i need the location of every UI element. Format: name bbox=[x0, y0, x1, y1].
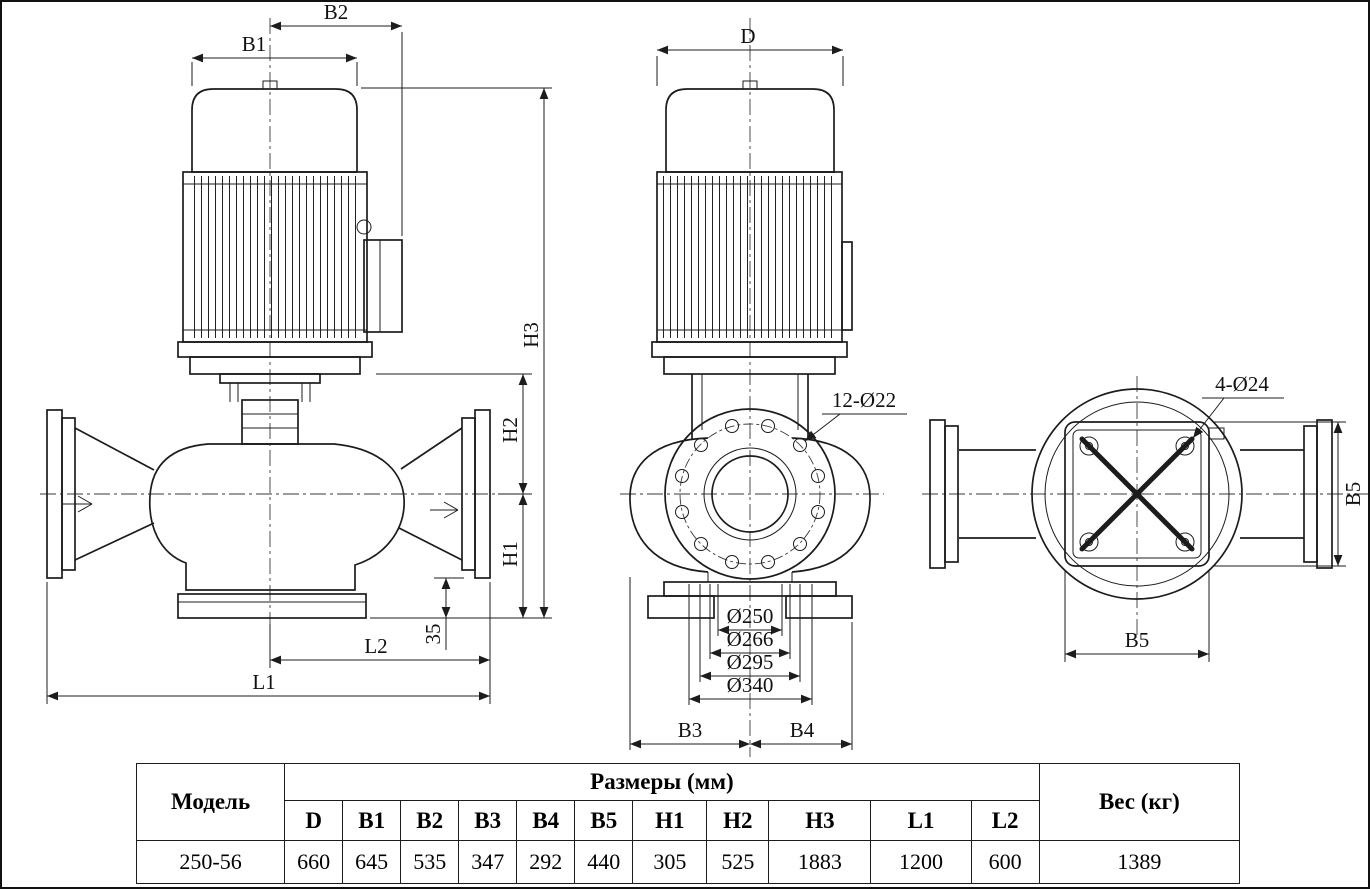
dimensions-table: Модель Размеры (мм) Вес (кг) D B1 B2 B3 … bbox=[135, 763, 1241, 884]
base-foot-left bbox=[647, 595, 715, 619]
dim-label-dia340: Ø340 bbox=[727, 673, 774, 697]
bore-circle bbox=[711, 455, 789, 533]
side-view-dimensions: B2 B1 H3 H2 H1 35 bbox=[46, 2, 552, 704]
col-b5: B5 bbox=[574, 800, 634, 841]
col-l1: L1 bbox=[870, 800, 972, 841]
pump-casing-front bbox=[629, 408, 871, 619]
side-view: B2 B1 H3 H2 H1 35 bbox=[40, 2, 552, 704]
dim-label-h1: H1 bbox=[498, 541, 522, 567]
dim-label-bolt-holes-4: 4-Ø24 bbox=[1215, 372, 1269, 396]
top-view-dimensions: 4-Ø24 B5 B5 bbox=[1064, 372, 1365, 662]
lifting-eye bbox=[356, 219, 372, 235]
dim-label-dia250: Ø250 bbox=[727, 604, 774, 628]
col-l2: L2 bbox=[970, 800, 1040, 841]
flow-arrow-out bbox=[430, 501, 459, 519]
dim-label-b1: B1 bbox=[242, 32, 267, 56]
front-view: D 12-Ø22 Ø250 Ø266 Ø295 Ø340 B3 B4 bbox=[620, 18, 907, 757]
col-h1: H1 bbox=[632, 800, 708, 841]
value-l1: 1200 bbox=[870, 840, 972, 884]
right-pipe-flange bbox=[1316, 419, 1333, 569]
casing-top bbox=[929, 388, 1333, 600]
value-b4: 292 bbox=[516, 840, 576, 884]
dim-label-bolt-holes-12: 12-Ø22 bbox=[832, 388, 896, 412]
value-d: 660 bbox=[284, 840, 344, 884]
bolt-circle bbox=[679, 423, 821, 565]
value-l2: 600 bbox=[970, 840, 1040, 884]
column-header-row: D B1 B2 B3 B4 B5 H1 H2 H3 L1 L2 bbox=[137, 800, 1240, 841]
value-b5: 440 bbox=[574, 840, 634, 884]
dimensions-header: Размеры (мм) bbox=[284, 763, 1040, 801]
pump-casing-side bbox=[46, 409, 491, 619]
col-h2: H2 bbox=[706, 800, 770, 841]
discharge-flange bbox=[474, 409, 491, 579]
flange-outer-circle bbox=[664, 408, 836, 580]
motor-mount-square bbox=[1064, 421, 1210, 567]
dim-label-b3: B3 bbox=[678, 718, 703, 742]
weight-value: 1389 bbox=[1038, 840, 1241, 884]
motor-side bbox=[177, 80, 403, 375]
value-h3: 1883 bbox=[768, 840, 872, 884]
col-b2: B2 bbox=[400, 800, 460, 841]
dim-label-b5-bottom: B5 bbox=[1125, 628, 1150, 652]
col-b3: B3 bbox=[458, 800, 518, 841]
col-h3: H3 bbox=[768, 800, 872, 841]
value-h2: 525 bbox=[706, 840, 770, 884]
base-foot-right bbox=[785, 595, 853, 619]
value-b2: 535 bbox=[400, 840, 460, 884]
dim-label-h2: H2 bbox=[498, 417, 522, 443]
dim-label-h3: H3 bbox=[519, 322, 543, 348]
value-h1: 305 bbox=[632, 840, 708, 884]
dim-label-l1: L1 bbox=[252, 670, 275, 694]
top-view: 4-Ø24 B5 B5 bbox=[922, 372, 1368, 662]
value-b3: 347 bbox=[458, 840, 518, 884]
flange-bolt-holes bbox=[675, 419, 825, 569]
terminal-box bbox=[363, 239, 403, 333]
dim-label-35: 35 bbox=[421, 624, 445, 645]
dim-label-b2: B2 bbox=[324, 2, 349, 24]
mount-bolt-holes bbox=[1079, 436, 1195, 552]
col-d: D bbox=[284, 800, 344, 841]
weight-header: Вес (кг) bbox=[1038, 763, 1241, 841]
value-b1: 645 bbox=[342, 840, 402, 884]
dim-label-dia266: Ø266 bbox=[727, 627, 774, 651]
dim-label-b4: B4 bbox=[790, 718, 815, 742]
table-row: 250-56 660 645 535 347 292 440 305 525 1… bbox=[135, 840, 1241, 884]
baseplate-side bbox=[177, 593, 367, 619]
flow-arrow-in bbox=[62, 495, 93, 513]
dim-label-l2: L2 bbox=[364, 634, 387, 658]
pump-drawing: B2 B1 H3 H2 H1 35 bbox=[40, 2, 1368, 757]
model-header: Модель bbox=[135, 763, 286, 841]
plug-detail bbox=[1208, 427, 1225, 440]
lantern-side bbox=[219, 373, 321, 445]
dim-label-b5-side: B5 bbox=[1341, 482, 1365, 507]
dim-label-d: D bbox=[740, 24, 755, 48]
dim-label-dia295: Ø295 bbox=[727, 650, 774, 674]
motor-front bbox=[651, 80, 853, 439]
model-value: 250-56 bbox=[135, 840, 286, 884]
col-b4: B4 bbox=[516, 800, 576, 841]
front-view-dimensions: D 12-Ø22 Ø250 Ø266 Ø295 Ø340 B3 B4 bbox=[629, 24, 907, 750]
col-b1: B1 bbox=[342, 800, 402, 841]
